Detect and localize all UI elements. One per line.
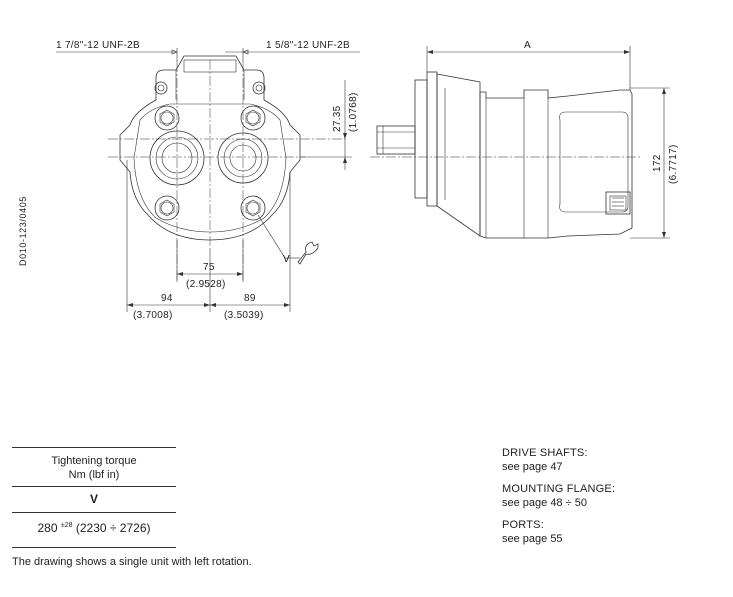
drive-shafts-title: DRIVE SHAFTS: [502,447,588,459]
dim-172-label: 172 [652,154,663,172]
technical-drawing: V 1 7/8"-12 UNF-2B 1 5/8"-12 UNF-2B 27.3… [56,40,679,321]
torque-header-line2: Nm (lbf in) [68,469,120,481]
rotation-note: The drawing shows a single unit with lef… [12,556,252,568]
page-references: DRIVE SHAFTS: see page 47 MOUNTING FLANG… [502,446,615,554]
drive-shafts-ref: DRIVE SHAFTS: see page 47 [502,446,615,474]
dim-27-label: 27.35 [332,105,343,132]
ports-title: PORTS: [502,519,544,531]
torque-value-main: 280 [37,521,58,535]
side-view [370,71,640,239]
drive-shafts-page: see page 47 [502,461,563,473]
dim-75-label: 75 [203,262,215,273]
port-left-label: 1 7/8"-12 UNF-2B [56,40,140,51]
torque-header: Tightening torque Nm (lbf in) [12,448,176,486]
dim-94-inch-label: (3.7008) [133,310,173,321]
torque-value-tolerance: ±28 [60,522,73,529]
mounting-flange-page: see page 48 ÷ 50 [502,497,587,509]
dim-89-inch-label: (3.5039) [224,310,264,321]
dim-94-label: 94 [161,293,173,304]
port-dimensions [56,48,360,62]
torque-table: Tightening torque Nm (lbf in) V 280 ±28 … [12,447,176,548]
torque-symbol: V [89,492,98,506]
mounting-flange-title: MOUNTING FLANGE: [502,483,616,495]
front-view [108,55,345,280]
mounting-flange-ref: MOUNTING FLANGE: see page 48 ÷ 50 [502,482,615,510]
wrench-label: V [283,254,290,265]
offset-dimension [300,80,352,170]
port-right-label: 1 5/8"-12 UNF-2B [266,40,350,51]
drawing-code: D010-123/0405 [18,196,28,266]
torque-value-range: (2230 ÷ 2726) [75,521,151,535]
ports-ref: PORTS: see page 55 [502,518,615,546]
torque-header-line1: Tightening torque [51,455,137,467]
dim-27-inch-label: (1.0768) [348,92,359,132]
dim-a-lines [426,46,631,90]
dim-75-inch-label: (2.9528) [186,279,226,290]
wrench-icon [297,241,319,265]
ports-page: see page 55 [502,533,563,545]
dim-89-label: 89 [244,293,256,304]
bottom-dimensions [126,160,291,312]
torque-value: 280 ±28 (2230 ÷ 2726) [12,513,176,547]
dim-172-inch-label: (6.7717) [668,144,679,184]
dim-a-label: A [524,40,531,51]
dim-172-lines [630,87,670,239]
